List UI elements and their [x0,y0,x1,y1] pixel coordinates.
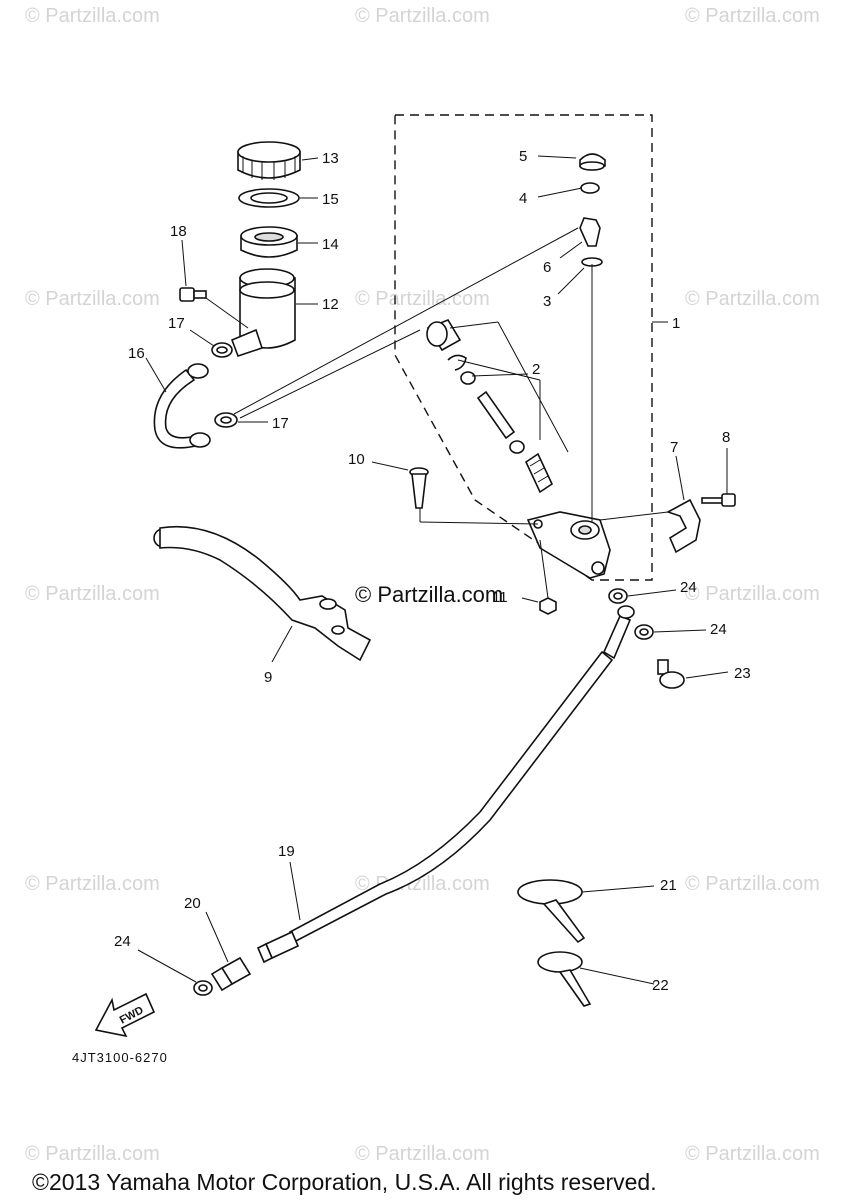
reservoir-tank [230,268,296,358]
callout-9: 9 [264,669,272,686]
watermark: © Partzilla.com [355,1143,490,1165]
watermark: © Partzilla.com [25,873,160,895]
callout-20: 20 [184,895,201,912]
callout-6: 6 [543,259,551,276]
callout-13: 13 [322,150,339,167]
brake-lever [153,525,372,662]
callout-7: 7 [670,439,678,456]
cable-band-large [517,879,586,944]
diaphragm-plate [238,188,300,208]
callout-19: 19 [278,843,295,860]
center-watermark: © Partzilla.com [355,582,503,607]
callout-10: 10 [348,451,365,468]
watermark: © Partzilla.com [25,1143,160,1165]
piston-kit [426,319,554,494]
watermark: © Partzilla.com [685,583,820,605]
banjo-bolt [210,956,252,992]
callout-16: 16 [128,345,145,362]
callout-17-lower: 17 [272,415,289,432]
callout-12: 12 [322,296,339,313]
callout-4: 4 [519,190,527,207]
copper-washer-mid [634,624,654,640]
reservoir-bolt [179,287,207,302]
copper-washer-upper [608,588,628,604]
watermark: © Partzilla.com [25,288,160,310]
boot [579,153,606,171]
clamp-holder [666,498,701,554]
copper-washer-lower [193,980,213,996]
watermark: © Partzilla.com [25,583,160,605]
union-bolt [657,659,685,689]
brake-hose [256,605,635,964]
hose-clip-lower [214,412,238,428]
pivot-bolt [409,467,429,509]
callout-24-upper: 24 [680,579,697,596]
hose-clip-upper [211,342,233,358]
diaphragm [240,226,298,258]
watermark-layer: © Partzilla.com © Partzilla.com © Partzi… [25,5,820,1165]
callout-3: 3 [543,293,551,310]
watermark: © Partzilla.com [355,288,490,310]
callout-14: 14 [322,236,339,253]
assembly-outline [394,114,653,581]
forward-arrow-icon: FWD [94,992,156,1038]
callout-24-lower: 24 [114,933,131,950]
callout-22: 22 [652,977,669,994]
callout-24-mid: 24 [710,621,727,638]
callout-2: 2 [532,361,540,378]
union-elbow [579,217,601,247]
watermark: © Partzilla.com [685,288,820,310]
reservoir-cap [237,141,301,180]
circlip-upper [580,182,600,194]
callout-8: 8 [722,429,730,446]
watermark: © Partzilla.com [355,5,490,27]
copyright-notice: ©2013 Yamaha Motor Corporation, U.S.A. A… [32,1169,657,1195]
callout-15: 15 [322,191,339,208]
callout-1: 1 [672,315,680,332]
callout-5: 5 [519,148,527,165]
callout-labels: 5 4 6 3 1 2 13 15 14 12 18 17 16 17 10 7… [114,148,751,994]
callout-11: 11 [492,589,508,606]
callout-18: 18 [170,223,187,240]
watermark: © Partzilla.com [685,1143,820,1165]
reservoir-hose [153,363,211,449]
master-cylinder-body [526,511,611,579]
callout-17-upper: 17 [168,315,185,332]
watermark: © Partzilla.com [685,873,820,895]
callout-23: 23 [734,665,751,682]
diagram-code: 4JT3100-6270 [72,1050,168,1065]
pivot-nut [539,597,557,615]
watermark: © Partzilla.com [25,5,160,27]
callout-21: 21 [660,877,677,894]
cable-band-small [537,951,592,1007]
clamp-bolt [701,493,736,507]
leader-lines [137,155,729,985]
watermark: © Partzilla.com [685,5,820,27]
